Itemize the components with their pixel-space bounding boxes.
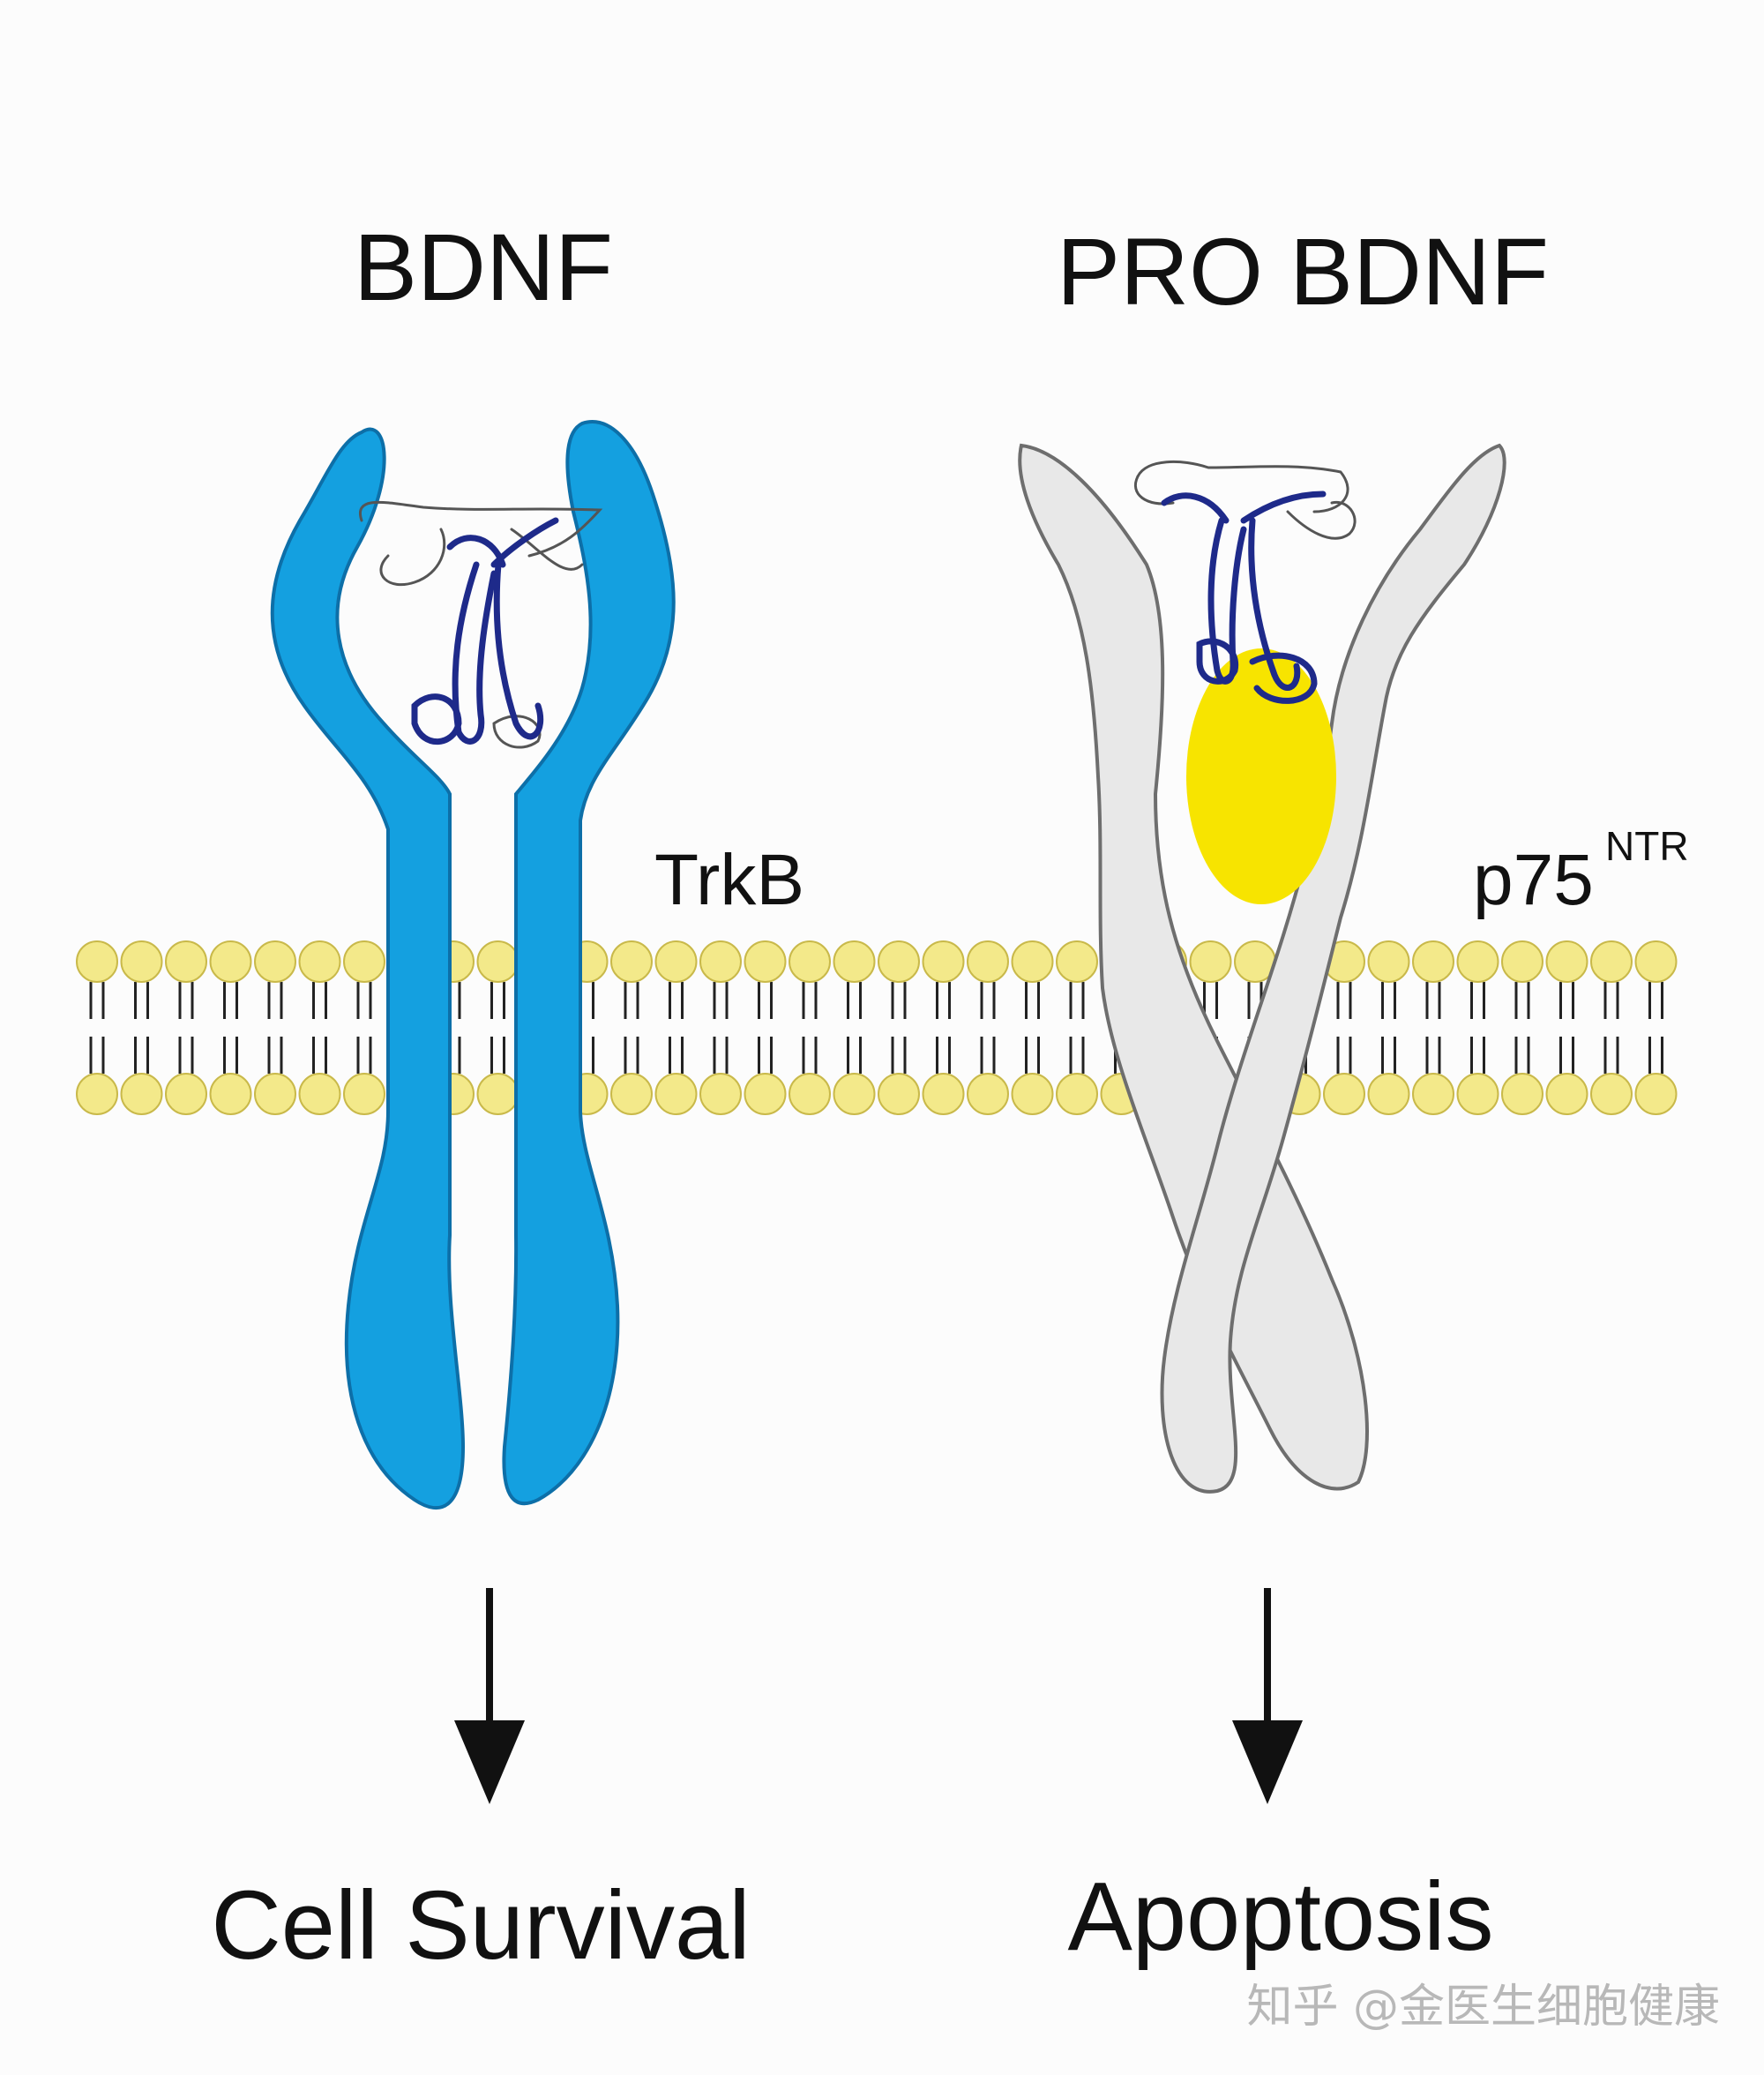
p75-label: p75 (1473, 840, 1594, 920)
lipid-head (610, 1073, 653, 1115)
lipid-head (699, 940, 742, 983)
lipid-head (254, 940, 296, 983)
lipid-head (789, 940, 831, 983)
lipid-head (1501, 1073, 1544, 1115)
lipid-head (298, 1073, 341, 1115)
lipid-head (165, 1073, 207, 1115)
lipid-head (1056, 1073, 1098, 1115)
lipid-head (476, 1073, 519, 1115)
lipid-head (1634, 940, 1678, 983)
p75ntr-receptor (1018, 443, 1506, 1494)
lipid-bilayer-membrane (76, 940, 1678, 1115)
lipid-head (209, 1073, 252, 1115)
cell-survival-label: Cell Survival (211, 1871, 750, 1980)
lipid-head (744, 940, 787, 983)
lipid-head (1456, 940, 1499, 983)
lipid-head (120, 1073, 163, 1115)
lipid-head (1501, 940, 1544, 983)
trkb-right-arm (502, 420, 676, 1506)
lipid-head (1056, 940, 1098, 983)
lipid-heads-outer (76, 940, 1678, 983)
lipid-head (76, 1073, 118, 1115)
bdnf-title: BDNF (354, 213, 613, 320)
lipid-head (1323, 1073, 1365, 1115)
p75-label-superscript: NTR (1605, 823, 1689, 869)
lipid-head (833, 940, 876, 983)
lipid-head (1545, 940, 1588, 983)
lipid-head (654, 940, 698, 983)
lipid-head (1590, 1073, 1633, 1115)
lipid-heads-inner (76, 1073, 1678, 1115)
lipid-head (1456, 1073, 1499, 1115)
lipid-head (343, 940, 385, 983)
lipid-head (1412, 940, 1454, 983)
probdnf-ligand-ribbon (1134, 460, 1357, 704)
lipid-head (922, 1073, 965, 1115)
lipid-head (476, 940, 519, 983)
lipid-head (699, 1073, 742, 1115)
lipid-head (744, 1073, 787, 1115)
lipid-head (610, 940, 653, 983)
bdnf-ligand-ribbon (358, 500, 603, 749)
lipid-head (1412, 1073, 1454, 1115)
p75-label-base: p75 (1473, 840, 1594, 920)
lipid-head (878, 940, 920, 983)
lipid-head (1011, 940, 1054, 983)
p75-left-arm (1018, 443, 1369, 1491)
lipid-head (343, 1073, 385, 1115)
lipid-head (1367, 1073, 1410, 1115)
down-arrow-icon-left (454, 1588, 525, 1804)
lipid-head (967, 940, 1009, 983)
trkb-label: TrkB (654, 840, 804, 920)
apoptosis-label: Apoptosis (1067, 1862, 1493, 1971)
lipid-head (1189, 940, 1232, 983)
lipid-head (120, 940, 163, 983)
lipid-head (654, 1073, 698, 1115)
lipid-tails (89, 982, 1663, 1074)
trkb-left-arm (270, 427, 466, 1509)
lipid-head (967, 1073, 1009, 1115)
lipid-head (298, 940, 341, 983)
lipid-head (209, 940, 252, 983)
lipid-head (878, 1073, 920, 1115)
lipid-head (254, 1073, 296, 1115)
lipid-head (1590, 940, 1633, 983)
lipid-head (922, 940, 965, 983)
probdnf-title: PRO BDNF (1057, 218, 1549, 325)
pro-domain-blob (1186, 648, 1336, 904)
lipid-head (1367, 940, 1410, 983)
watermark: 知乎 @金医生细胞健康 (1246, 1981, 1720, 2034)
lipid-head (833, 1073, 876, 1115)
lipid-head (789, 1073, 831, 1115)
trkb-receptor (270, 420, 676, 1509)
lipid-head (1545, 1073, 1588, 1115)
lipid-head (76, 940, 118, 983)
lipid-head (165, 940, 207, 983)
down-arrow-icon-right (1232, 1588, 1303, 1804)
lipid-head (1634, 1073, 1678, 1115)
lipid-head (1011, 1073, 1054, 1115)
